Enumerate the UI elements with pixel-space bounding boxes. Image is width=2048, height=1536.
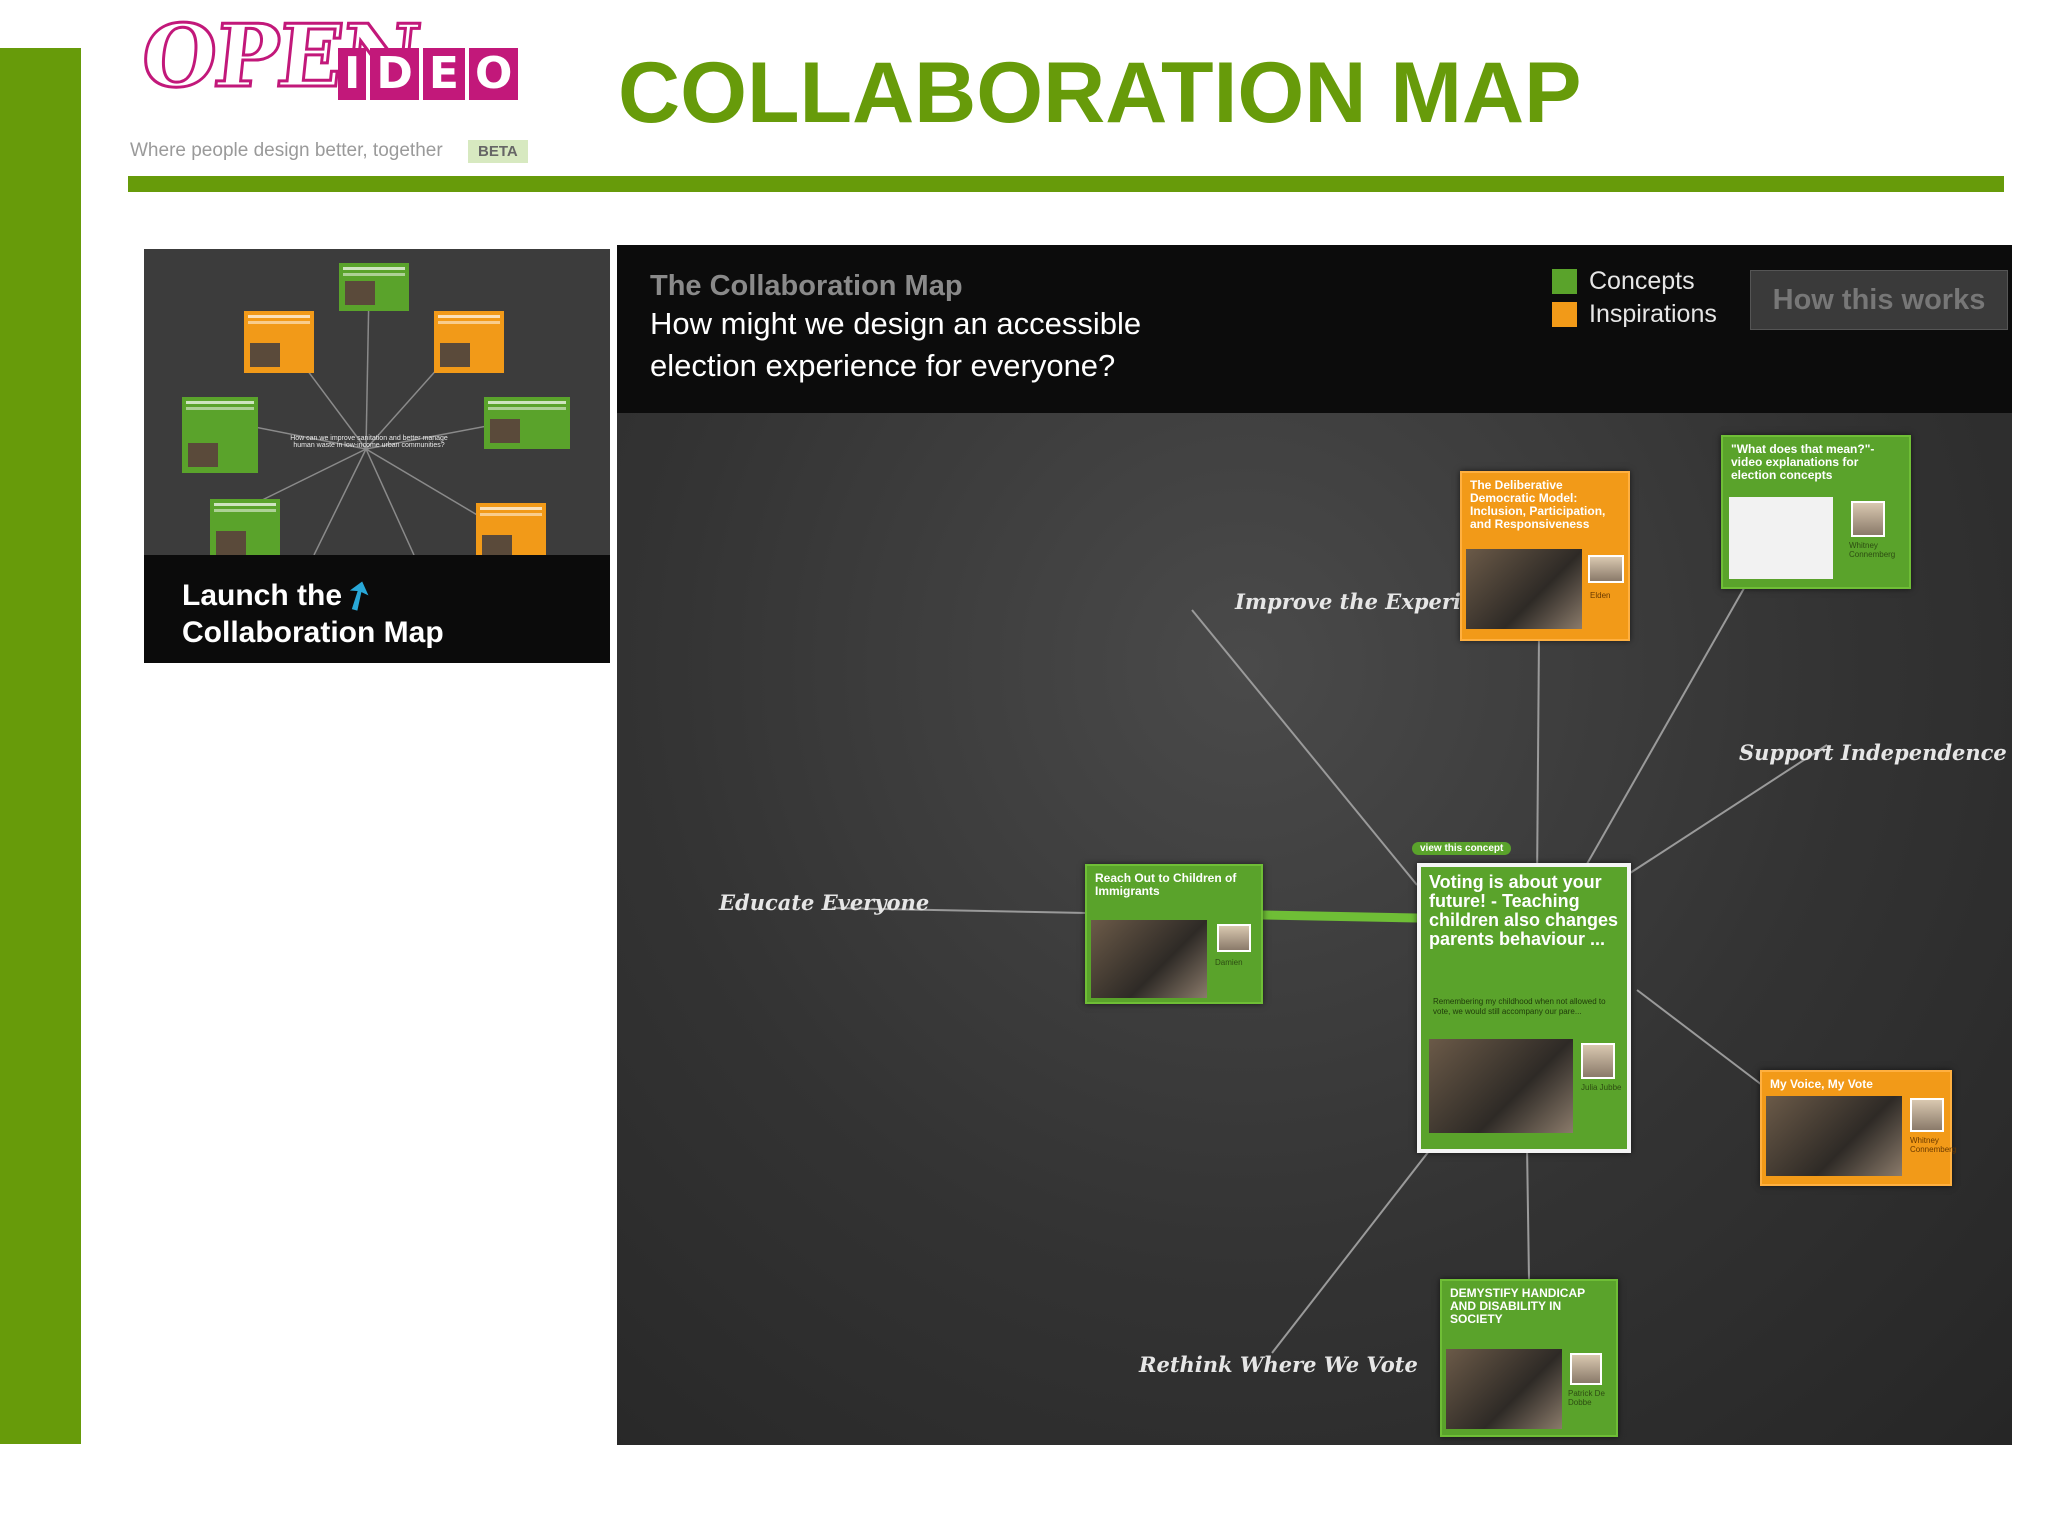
card-title: DEMYSTIFY HANDICAP AND DISABILITY IN SOC… <box>1450 1286 1585 1326</box>
thumbnail-card <box>244 311 314 373</box>
launch-line-1: Launch the <box>182 579 343 612</box>
concept-card-main[interactable]: Voting is about your future! - Teaching … <box>1417 863 1631 1153</box>
how-this-works-button[interactable]: How this works <box>1750 270 2008 330</box>
theme-educate-everyone[interactable]: Educate Everyone <box>719 890 930 915</box>
avatar <box>1570 1353 1602 1385</box>
card-photo <box>1466 549 1582 629</box>
avatar <box>1851 501 1885 537</box>
legend-label: Inspirations <box>1589 300 1717 328</box>
card-title: Voting is about your future! - Teaching … <box>1429 872 1619 949</box>
card-title: The Deliberative Democratic Model: Inclu… <box>1470 478 1606 531</box>
card-author: Julia Jubbe <box>1581 1083 1622 1092</box>
map-question: How might we design an accessible electi… <box>650 306 1142 383</box>
logo-letter: E <box>422 48 465 100</box>
openideo-logo: OPEN I D E O Where people design better,… <box>128 5 548 172</box>
collaboration-map: The Collaboration Map How might we desig… <box>617 245 2012 1445</box>
card-title: My Voice, My Vote <box>1770 1077 1873 1091</box>
thumbnail-card <box>339 263 409 311</box>
theme-support-independence[interactable]: Support Independence <box>1739 740 2007 765</box>
concept-card-demystify[interactable]: DEMYSTIFY HANDICAP AND DISABILITY IN SOC… <box>1440 1279 1618 1437</box>
map-connector-lines <box>831 582 1828 1354</box>
logo-letter: D <box>370 48 419 100</box>
avatar <box>1588 555 1624 583</box>
view-concept-button[interactable]: view this concept <box>1412 842 1512 855</box>
thumbnail-card <box>182 397 258 473</box>
logo-tagline: Where people design better, together <box>130 140 443 161</box>
avatar <box>1217 924 1251 952</box>
concept-card-reach-out[interactable]: Reach Out to Children of Immigrants Dami… <box>1085 864 1263 1004</box>
avatar <box>1581 1043 1615 1079</box>
logo-ideo-blocks: I D E O <box>338 48 519 100</box>
inspirations-swatch <box>1552 302 1577 327</box>
card-author: Whitney Connemberg <box>1849 541 1896 559</box>
thumbnail-caption-bar: Launch the Collaboration Map ➚ <box>144 555 610 663</box>
thumbnail-card <box>210 499 280 561</box>
map-header: The Collaboration Map How might we desig… <box>617 245 2012 413</box>
thumbnail-connector-lines <box>213 288 525 555</box>
card-author: Whitney Connemberg <box>1910 1136 1957 1154</box>
card-title: "What does that mean?"- video explanatio… <box>1731 442 1875 482</box>
title-underline <box>128 176 2004 192</box>
card-author: Damien <box>1215 958 1243 967</box>
card-photo <box>1091 920 1207 998</box>
card-photo <box>1766 1096 1902 1176</box>
card-description: Remembering my childhood when not allowe… <box>1433 997 1606 1016</box>
card-author: Patrick De Dobbe <box>1568 1389 1605 1407</box>
thumbnail-card <box>476 503 546 565</box>
logo-letter: I <box>338 48 367 100</box>
beta-badge: BETA <box>468 140 528 163</box>
thumbnail-card <box>484 397 570 449</box>
legend-label: Concepts <box>1589 267 1695 295</box>
launch-map-thumbnail[interactable]: How can we improve sanitation and better… <box>144 249 610 663</box>
inspiration-card-my-voice[interactable]: My Voice, My Vote Whitney Connemberg <box>1760 1070 1956 1186</box>
page-title: COLLABORATION MAP <box>618 45 1582 141</box>
card-photo <box>1446 1349 1562 1429</box>
theme-rethink-where-we-vote[interactable]: Rethink Where We Vote <box>1139 1352 1418 1377</box>
thumbnail-center-question: How can we improve sanitation and better… <box>290 435 448 449</box>
avatar <box>1910 1098 1944 1132</box>
thumbnail-card <box>434 311 504 373</box>
card-photo <box>1429 1039 1573 1133</box>
card-photo <box>1729 497 1833 579</box>
launch-line-2: Collaboration Map <box>182 616 444 649</box>
inspiration-card-deliberative[interactable]: The Deliberative Democratic Model: Inclu… <box>1460 471 1630 641</box>
logo-letter: O <box>468 48 519 100</box>
concepts-swatch <box>1552 269 1577 294</box>
concept-card-what-does-that-mean[interactable]: "What does that mean?"- video explanatio… <box>1721 435 1911 589</box>
card-author: Elden <box>1590 591 1611 600</box>
map-title: The Collaboration Map <box>650 270 963 302</box>
legend-item-concepts: Concepts <box>1552 267 1695 296</box>
legend-item-inspirations: Inspirations <box>1552 300 1717 329</box>
launch-caption: Launch the Collaboration Map <box>182 577 444 651</box>
card-title: Reach Out to Children of Immigrants <box>1095 871 1237 898</box>
left-accent-bar <box>0 48 81 1444</box>
